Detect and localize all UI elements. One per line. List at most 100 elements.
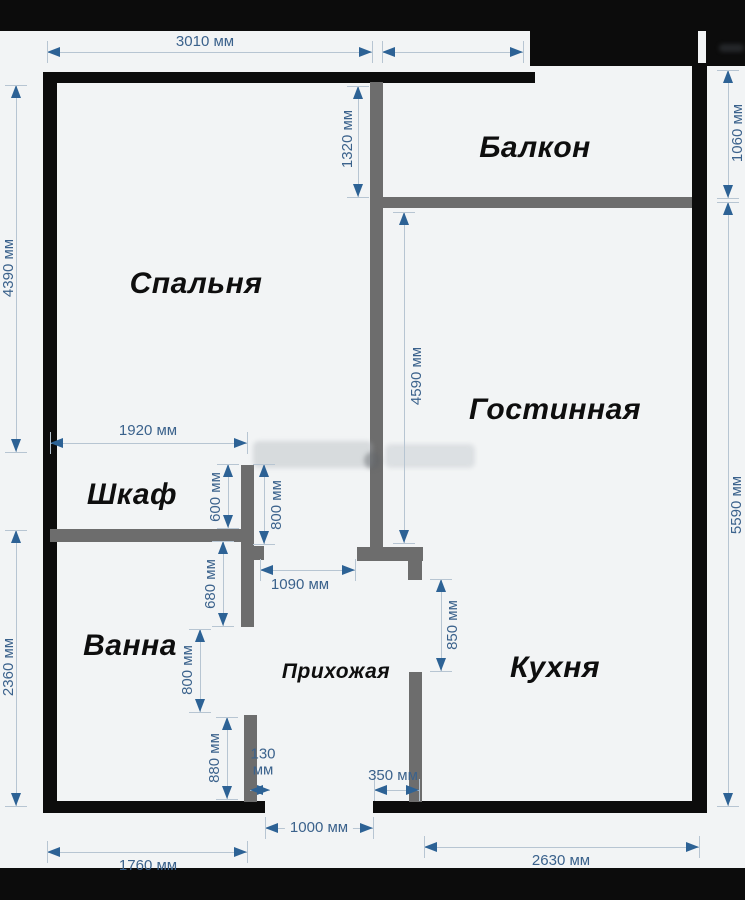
dim-850-line [440, 579, 442, 671]
kitchen-wall [409, 672, 422, 802]
dim-5590-arrow-up [723, 202, 733, 215]
dim-1090-arrow-left [260, 565, 273, 575]
dim-680-arrow-up [218, 541, 228, 554]
dim-1920-arrow-right [234, 438, 247, 448]
dim-5590-arrow-down [723, 793, 733, 806]
dim-1000-label: 1000 мм [284, 820, 354, 836]
dim-3010-arrow-left [47, 47, 60, 57]
dim-880-arrow-down [222, 786, 232, 799]
dim-5590-label: 5590 мм [728, 475, 745, 535]
dim-130-arrow-right [257, 785, 270, 795]
dim-800-closet-line [263, 464, 265, 544]
dim-350-arrow-left [374, 785, 387, 795]
dim-1760-tick-2 [247, 841, 248, 863]
dim-680-label: 680 мм [202, 559, 220, 609]
dim-4590-tick-2 [393, 543, 415, 544]
room-label-bath: Ванна [83, 629, 177, 662]
dim-4390-label: 4390 мм [0, 238, 18, 298]
closet-wall-vertical [241, 465, 254, 627]
dim-1320-label: 1320 мм [339, 109, 357, 169]
dim-880-line [226, 717, 228, 799]
dim-800-closet-tick-2 [253, 544, 275, 545]
dim-2360-arrow-down [11, 793, 21, 806]
dim-680-line [222, 541, 224, 626]
dim-4590-label: 4590 мм [408, 346, 426, 406]
dim-600-label: 600 мм [207, 472, 225, 522]
dim-850-tick-2 [430, 671, 452, 672]
closet-stub [254, 546, 264, 560]
closet-wall-horizontal [50, 529, 253, 542]
dim-top-unlabeled-line [382, 51, 523, 53]
dim-1090-line [260, 569, 355, 571]
dim-2360-arrow-up [11, 530, 21, 543]
dim-2630-label: 2630 мм [531, 852, 591, 870]
dim-top-unlabeled-arrow-left [382, 47, 395, 57]
dim-600-tick-2 [217, 528, 239, 529]
dim-850-tick-1 [430, 579, 452, 580]
tiny-text-smudge [719, 44, 744, 52]
dim-4390-tick-2 [5, 452, 27, 453]
dim-4590-arrow-up [399, 212, 409, 225]
dim-1060-arrow-down [723, 185, 733, 198]
hall-jog-horizontal [357, 547, 423, 561]
dim-1060-label: 1060 мм [729, 103, 745, 163]
dim-4390-arrow-down [11, 439, 21, 452]
dim-4390-arrow-up [11, 85, 21, 98]
dim-1760-arrow-right [234, 847, 247, 857]
room-label-closet: Шкаф [86, 478, 178, 511]
dim-350-label: 350 мм [368, 767, 418, 785]
dim-2360-tick-1 [5, 530, 27, 531]
dim-2630-tick-1 [424, 836, 425, 858]
dim-5590-tick-2 [717, 806, 739, 807]
dim-5590-tick-1 [717, 202, 739, 203]
watermark-smudge-left [253, 441, 373, 468]
dim-130-arrow-left [250, 785, 263, 795]
room-label-kitchen: Кухня [509, 651, 601, 684]
dim-2360-tick-2 [5, 806, 27, 807]
dim-880-label: 880 мм [206, 733, 224, 783]
dim-350-arrow-right [406, 785, 419, 795]
hall-jog-stub [408, 561, 422, 580]
dim-1760-arrow-left [47, 847, 60, 857]
dim-1060-tick-1 [717, 70, 739, 71]
dim-600-arrow-down [223, 515, 233, 528]
dim-800-closet-arrow-down [259, 531, 269, 544]
room-label-living: Гостинная [468, 393, 642, 426]
dim-1060-line [727, 70, 729, 198]
dim-800-closet-arrow-up [259, 464, 269, 477]
dim-3010-line [47, 51, 372, 53]
dim-130-label-line: мм [252, 761, 274, 778]
dim-4590-arrow-down [399, 530, 409, 543]
dim-2360-line [15, 530, 17, 806]
dim-880-arrow-up [222, 717, 232, 730]
dim-350-tick-2 [419, 779, 420, 801]
dim-5590-line [727, 202, 729, 806]
dim-2630-arrow-left [424, 842, 437, 852]
bath-wall-lower [244, 715, 257, 802]
dim-850-arrow-up [436, 579, 446, 592]
balcony-floor-wall [383, 197, 692, 208]
wall-right [692, 63, 707, 813]
dim-850-label: 850 мм [444, 600, 462, 650]
dim-4590-line [403, 212, 405, 543]
balcony-top-mass [530, 0, 698, 66]
dim-800-closet-tick-1 [253, 464, 275, 465]
dim-1000-arrow-right [360, 823, 373, 833]
dim-600-arrow-up [223, 464, 233, 477]
dim-1090-label: 1090 мм [270, 576, 330, 594]
watermark-smudge-right [385, 444, 475, 468]
dim-1000-tick-1 [265, 817, 266, 839]
watermark-circle [364, 452, 381, 469]
dim-3010-label: 3010 мм [175, 33, 235, 51]
dim-1920-tick-1 [50, 432, 51, 454]
room-label-hallway: Прихожая [281, 660, 391, 683]
dim-1090-arrow-right [342, 565, 355, 575]
dim-680-tick-1 [212, 541, 234, 542]
dim-800-bath-arrow-up [195, 629, 205, 642]
dim-800-bath-line [199, 629, 201, 712]
dim-1090-tick-1 [260, 559, 261, 581]
dim-top-unlabeled-tick-2 [523, 41, 524, 63]
dim-1060-arrow-up [723, 70, 733, 83]
